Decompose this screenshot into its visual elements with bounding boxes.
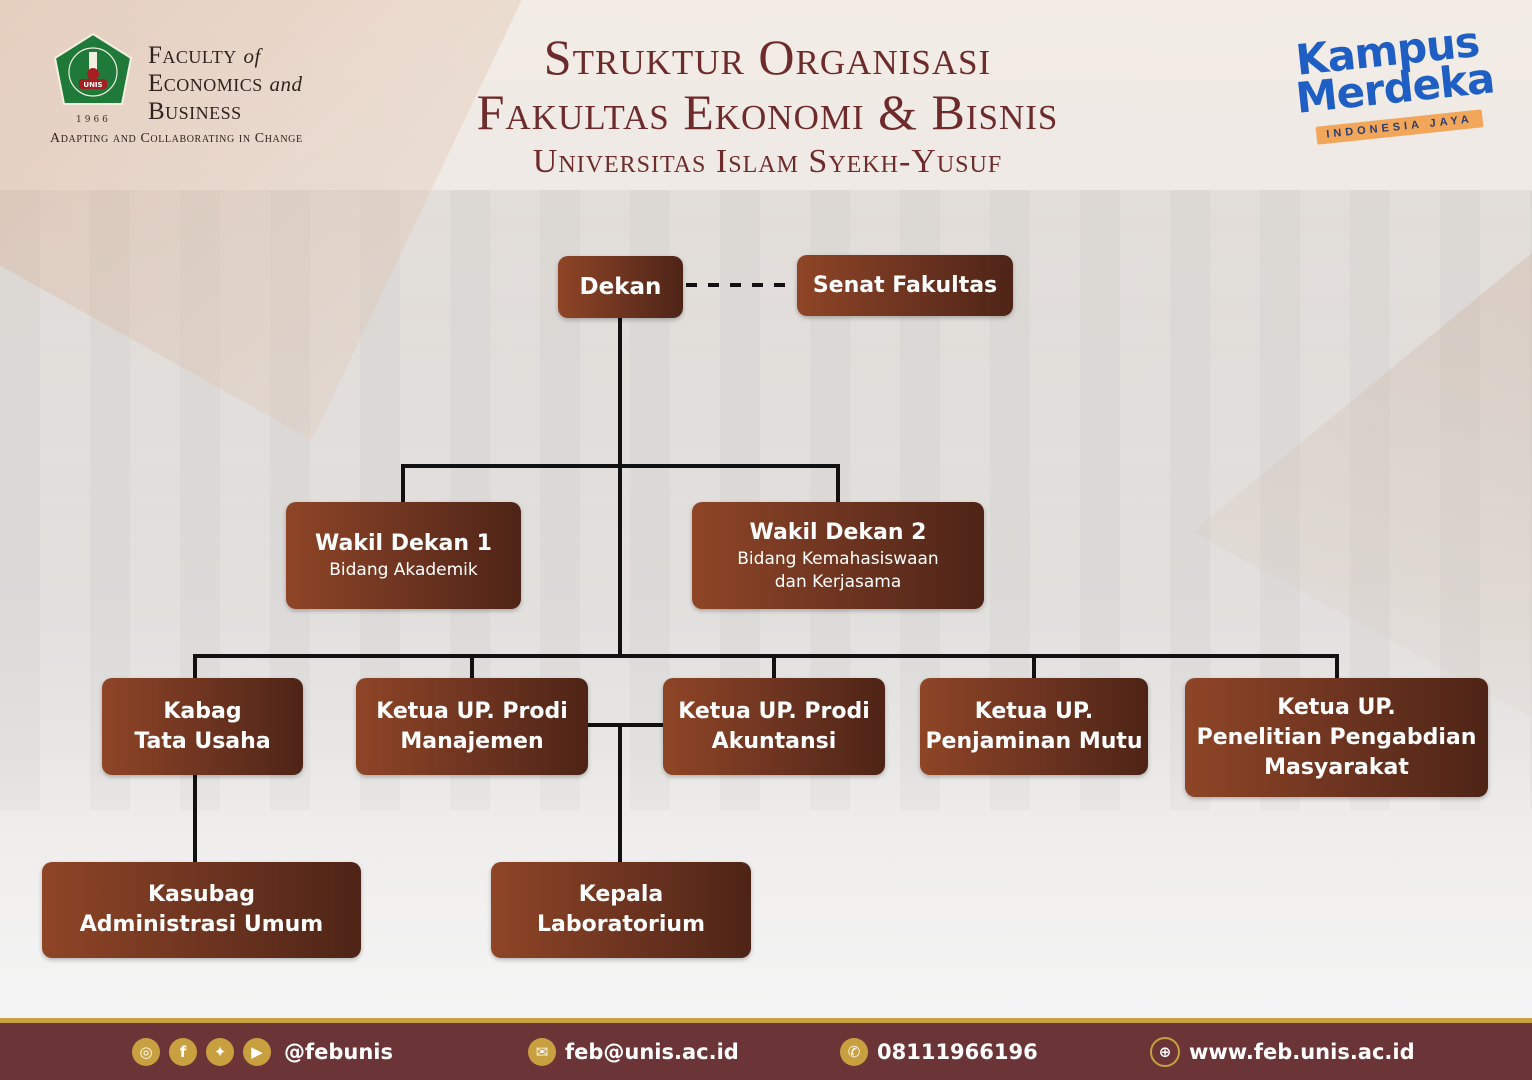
page-title: Struktur Organisasi Fakultas Ekonomi & B… <box>400 30 1135 184</box>
website-link[interactable]: www.feb.unis.ac.id <box>1189 1039 1415 1064</box>
connector-line <box>618 318 622 658</box>
node-prodi-akuntansi: Ketua UP. Prodi Akuntansi <box>663 678 885 775</box>
connector-line <box>193 775 197 862</box>
email-link[interactable]: feb@unis.ac.id <box>565 1039 739 1064</box>
node-wakil-dekan-1: Wakil Dekan 1 Bidang Akademik <box>286 502 521 609</box>
node-label: Ketua UP. <box>974 698 1094 724</box>
connector-line <box>193 654 197 678</box>
node-label: Manajemen <box>400 728 544 754</box>
globe-icon: ⊕ <box>1150 1036 1180 1067</box>
connector-line <box>1032 654 1036 678</box>
connector-line <box>1335 654 1339 678</box>
node-dekan: Dekan <box>558 256 683 318</box>
node-label: Laboratorium <box>536 912 706 937</box>
dashed-connector-line <box>686 283 796 287</box>
node-sublabel: dan Kerjasama <box>774 571 902 592</box>
instagram-icon[interactable]: ◎ <box>132 1037 160 1066</box>
node-label: Kasubag <box>148 882 255 907</box>
node-label: Penelitian Pengabdian <box>1196 724 1477 750</box>
node-penelitian-pengabdian: Ketua UP. Penelitian Pengabdian Masyarak… <box>1185 678 1488 797</box>
node-label: Penjaminan Mutu <box>925 728 1143 754</box>
node-sublabel: Bidang Kemahasiswaan <box>737 548 939 569</box>
node-wakil-dekan-2: Wakil Dekan 2 Bidang Kemahasiswaan dan K… <box>692 502 984 609</box>
node-label: Masyarakat <box>1264 754 1409 780</box>
svg-text:UNIS: UNIS <box>83 81 102 89</box>
footer-contact-bar: ◎ f ✦ ▶ @febunis ✉ feb@unis.ac.id ✆ 0811… <box>0 1018 1532 1080</box>
node-sublabel: Bidang Akademik <box>329 560 478 580</box>
connector-line <box>470 654 474 678</box>
node-label: Ketua UP. Prodi <box>376 698 568 724</box>
connector-line <box>401 464 405 502</box>
connector-line <box>588 723 663 727</box>
node-label: Ketua UP. <box>1277 694 1396 720</box>
title-line-1: Struktur Organisasi <box>543 29 992 85</box>
title-line-2: Fakultas Ekonomi & Bisnis <box>476 84 1059 140</box>
kampus-merdeka-logo: Kampus Merdeka INDONESIA JAYA <box>1293 17 1506 152</box>
connector-line <box>772 654 776 678</box>
node-prodi-manajemen: Ketua UP. Prodi Manajemen <box>356 678 588 775</box>
connector-line <box>618 723 622 862</box>
facebook-icon[interactable]: f <box>169 1037 197 1066</box>
connector-line <box>193 654 1339 658</box>
node-label: Akuntansi <box>711 728 837 754</box>
founding-year: 1966 <box>76 115 111 125</box>
node-label: Wakil Dekan 2 <box>749 519 927 545</box>
node-label: Wakil Dekan 1 <box>315 531 492 556</box>
node-kasubag-administrasi: Kasubag Administrasi Umum <box>42 862 361 958</box>
node-label: Kepala <box>578 882 664 907</box>
node-kabag-tata-usaha: Kabag Tata Usaha <box>102 678 303 775</box>
node-label: Kabag <box>163 698 242 724</box>
connector-line <box>401 464 840 468</box>
footer-social: ◎ f ✦ ▶ @febunis <box>132 1023 393 1080</box>
youtube-icon[interactable]: ▶ <box>243 1037 271 1066</box>
footer-email: ✉ feb@unis.ac.id <box>528 1023 739 1080</box>
node-kepala-laboratorium: Kepala Laboratorium <box>491 862 751 958</box>
node-label: Senat Fakultas <box>812 272 998 298</box>
connector-line <box>836 464 840 502</box>
node-senat-fakultas: Senat Fakultas <box>797 255 1013 316</box>
node-label: Tata Usaha <box>134 728 271 754</box>
node-label: Dekan <box>579 274 662 300</box>
node-label: Administrasi Umum <box>79 912 324 937</box>
mail-icon: ✉ <box>528 1037 556 1066</box>
university-crest-icon: UNIS <box>53 32 133 105</box>
whatsapp-icon: ✆ <box>840 1037 868 1066</box>
faculty-tagline: Adapting and Collaborating in Change <box>50 131 303 146</box>
faculty-name: Faculty of Economics and Business <box>148 42 303 125</box>
node-label: Ketua UP. Prodi <box>678 698 870 724</box>
title-line-3: Universitas Islam Syekh-Yusuf <box>532 143 1003 180</box>
phone-number[interactable]: 08111966196 <box>877 1039 1038 1064</box>
social-handle[interactable]: @febunis <box>284 1039 394 1064</box>
node-penjaminan-mutu: Ketua UP. Penjaminan Mutu <box>920 678 1148 775</box>
footer-phone: ✆ 08111966196 <box>840 1023 1038 1080</box>
twitter-icon[interactable]: ✦ <box>206 1037 234 1066</box>
footer-website: ⊕ www.feb.unis.ac.id <box>1150 1023 1415 1080</box>
